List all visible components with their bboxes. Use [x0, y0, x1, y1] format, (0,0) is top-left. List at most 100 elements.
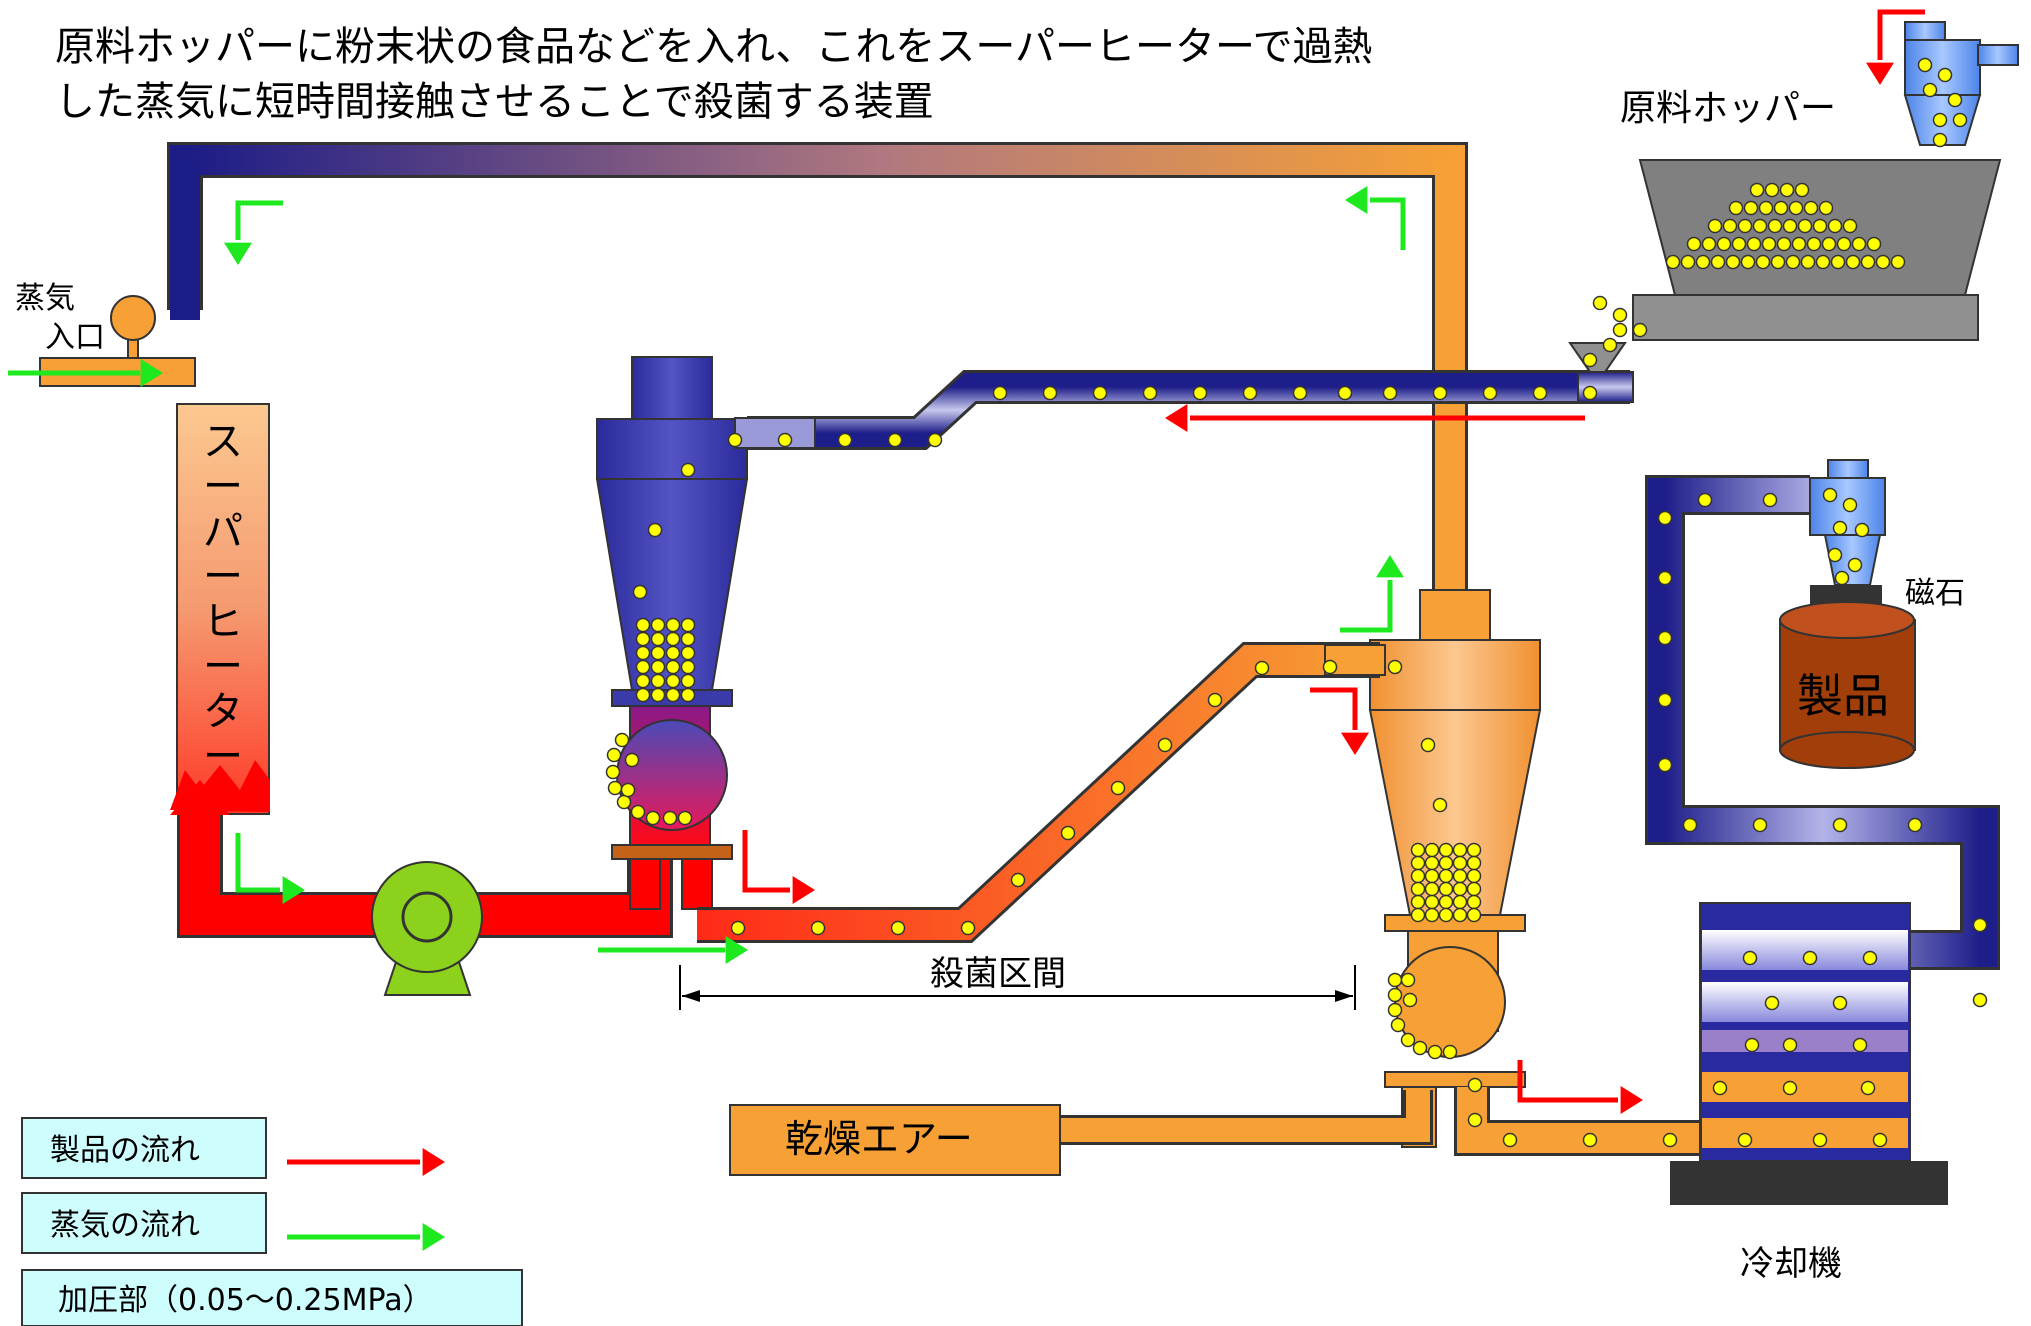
particle — [1737, 1132, 1753, 1148]
particle — [1292, 385, 1308, 401]
particle — [1424, 881, 1440, 897]
particle — [632, 584, 648, 600]
particle — [635, 617, 651, 633]
hopper-top-cyclone — [1903, 21, 2019, 146]
particle — [1662, 1132, 1678, 1148]
particle — [1707, 218, 1723, 234]
steam-flow-arrow — [1370, 197, 1406, 250]
title-line-1: 原料ホッパーに粉末状の食品などを入れ、これをスーパーヒーターで過熱 — [55, 24, 1373, 70]
particle — [1424, 842, 1440, 858]
particle — [1860, 254, 1876, 270]
particle — [1042, 385, 1058, 401]
particle — [1467, 1112, 1483, 1128]
steam-inlet-label-2: 入口 — [45, 320, 105, 355]
hopper-label: 原料ホッパー — [1620, 88, 1836, 129]
particle — [650, 645, 666, 661]
particle — [1725, 254, 1741, 270]
particle — [1612, 322, 1628, 338]
particle — [680, 659, 696, 675]
particle — [650, 631, 666, 647]
particle — [1758, 200, 1774, 216]
particle — [1782, 1037, 1798, 1053]
particle — [606, 747, 622, 763]
legend-steam-flow: 蒸気の流れ — [50, 1208, 200, 1243]
product-flow-arrow-head — [1165, 404, 1188, 432]
particle — [1060, 825, 1076, 841]
particle — [1779, 182, 1795, 198]
particle — [1680, 254, 1696, 270]
title: 原料ホッパーに粉末状の食品などを入れ、これをスーパーヒーターで過熱 した蒸気に短… — [55, 24, 1373, 125]
particle — [616, 794, 632, 810]
particle — [1752, 218, 1768, 234]
particle — [1254, 660, 1270, 676]
particle — [1438, 907, 1454, 923]
particle — [1710, 254, 1726, 270]
particle — [650, 673, 666, 689]
particle — [1410, 894, 1426, 910]
particle — [1632, 322, 1648, 338]
steam-flow-arrow-head — [282, 876, 305, 904]
particle — [1207, 692, 1223, 708]
particle — [1972, 917, 1988, 933]
particle — [1438, 842, 1454, 858]
particle — [1452, 881, 1468, 897]
particles — [605, 57, 1988, 1148]
particle — [1532, 385, 1548, 401]
particle — [1466, 842, 1482, 858]
particle — [1432, 797, 1448, 813]
steam-flow-arrow-head — [140, 359, 163, 387]
particle — [650, 659, 666, 675]
particle — [1827, 218, 1843, 234]
particle — [1746, 236, 1762, 252]
particle — [1797, 218, 1813, 234]
particle — [1854, 522, 1870, 538]
particle — [1657, 570, 1673, 586]
particle — [1110, 780, 1126, 796]
particle — [887, 432, 903, 448]
fan-impeller-icon — [401, 891, 453, 943]
product-flow-arrow-head — [1341, 732, 1369, 755]
particle — [1466, 881, 1482, 897]
particle — [1761, 236, 1777, 252]
particle — [1842, 218, 1858, 234]
particle — [1695, 254, 1711, 270]
particle — [607, 780, 623, 796]
particle — [680, 687, 696, 703]
particle — [1802, 950, 1818, 966]
particle — [1412, 1040, 1428, 1056]
particle — [665, 617, 681, 633]
particle — [680, 617, 696, 633]
particle — [1387, 1002, 1403, 1018]
particle — [927, 432, 943, 448]
particle — [1602, 337, 1618, 353]
particle — [1665, 254, 1681, 270]
particle — [1937, 67, 1953, 83]
superheater: スーパーヒーター — [170, 403, 270, 815]
particle — [1803, 200, 1819, 216]
drying-air: 乾燥エアー — [729, 1090, 1433, 1176]
particle — [1890, 254, 1906, 270]
particle — [665, 673, 681, 689]
return-pipe — [1645, 475, 2000, 970]
particle — [650, 617, 666, 633]
particle — [1502, 1132, 1518, 1148]
particle — [680, 673, 696, 689]
particle — [1410, 907, 1426, 923]
blower-fan — [371, 861, 483, 996]
steam-flow-arrow — [235, 200, 283, 240]
particle — [1387, 659, 1403, 675]
steam-flow-arrow — [235, 833, 280, 893]
product-flow-arrow-head — [1866, 62, 1894, 85]
particle — [645, 810, 661, 826]
particle — [777, 432, 793, 448]
particle — [1782, 1080, 1798, 1096]
particle — [1438, 894, 1454, 910]
particle — [1657, 510, 1673, 526]
particle — [635, 673, 651, 689]
particle — [1764, 182, 1780, 198]
particle — [1424, 868, 1440, 884]
particle — [730, 920, 746, 936]
particle — [677, 810, 693, 826]
particle — [890, 920, 906, 936]
particle — [1722, 218, 1738, 234]
